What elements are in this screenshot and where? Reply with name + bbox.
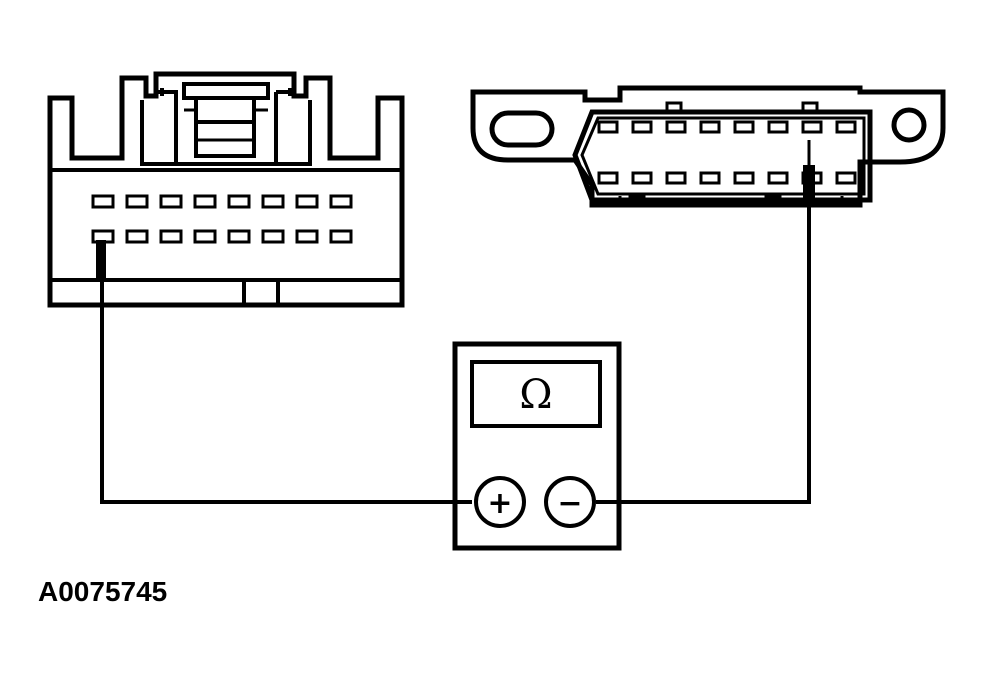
obd-pin-bottom-8	[835, 171, 857, 185]
obd-connector-face-inner	[580, 116, 866, 196]
harness-pin-bottom-5	[227, 229, 251, 244]
obd-pin-bottom-1	[597, 171, 619, 185]
harness-pin-top-1	[91, 194, 115, 209]
harness-pin-bottom-4	[193, 229, 217, 244]
harness-pin-top-5	[227, 194, 251, 209]
obd-connector-flange	[470, 85, 946, 208]
obd-connector-icon	[470, 85, 946, 208]
obd-pin-top-2	[631, 120, 653, 134]
harness-pin-top-3	[159, 194, 183, 209]
harness-pin-top-7	[295, 194, 319, 209]
ohmmeter-body	[452, 341, 622, 551]
harness-connector-latch-window	[182, 82, 270, 100]
obd-pin-top-8	[835, 120, 857, 134]
obd-pin-bottom-6	[767, 171, 789, 185]
positive-test-lead	[100, 282, 472, 504]
negative-terminal	[544, 476, 596, 528]
obd-connector-pins	[597, 120, 857, 185]
harness-connector-latch	[140, 100, 312, 166]
obd-pin-bottom-4	[699, 171, 721, 185]
positive-terminal-label: +	[487, 486, 512, 521]
obd-pin-top-6	[767, 120, 789, 134]
harness-connector-latch-post-left	[158, 88, 178, 162]
obd-pin-bottom-3	[665, 171, 687, 185]
obd-pin-top-1	[597, 120, 619, 134]
right-probe-tip	[803, 165, 815, 205]
harness-connector-latch-post-right	[274, 88, 294, 162]
harness-pin-top-2	[125, 194, 149, 209]
obd-pin-bottom-2	[631, 171, 653, 185]
obd-mounting-hole	[891, 107, 927, 143]
obd-pin-top-5	[733, 120, 755, 134]
obd-pin-top-4	[699, 120, 721, 134]
obd-connector-face	[572, 109, 873, 203]
obd-mounting-slot	[489, 110, 555, 148]
figure-id: A0075745	[38, 576, 168, 607]
obd-pin-top-7	[801, 120, 823, 134]
harness-pin-top-4	[193, 194, 217, 209]
harness-connector-pins	[91, 194, 353, 244]
harness-pin-top-6	[261, 194, 285, 209]
negative-terminal-label: −	[557, 486, 582, 521]
harness-connector-latch-tab	[194, 96, 256, 158]
harness-connector-icon	[47, 71, 405, 308]
harness-pin-bottom-3	[159, 229, 183, 244]
harness-pin-bottom-2	[125, 229, 149, 244]
negative-test-lead	[596, 205, 811, 504]
ohmmeter-display	[470, 360, 602, 428]
harness-connector-body	[47, 71, 405, 308]
harness-pin-bottom-7	[295, 229, 319, 244]
harness-pin-bottom-8	[329, 229, 353, 244]
harness-pin-bottom-6	[261, 229, 285, 244]
obd-pin-bottom-5	[733, 171, 755, 185]
ohmmeter-display-symbol: Ω	[519, 372, 552, 418]
harness-pin-top-8	[329, 194, 353, 209]
ohmmeter-icon	[452, 341, 622, 551]
left-probe-tip	[96, 240, 106, 282]
obd-pin-top-3	[665, 120, 687, 134]
harness-connector-rail	[50, 278, 402, 305]
positive-terminal	[474, 476, 526, 528]
